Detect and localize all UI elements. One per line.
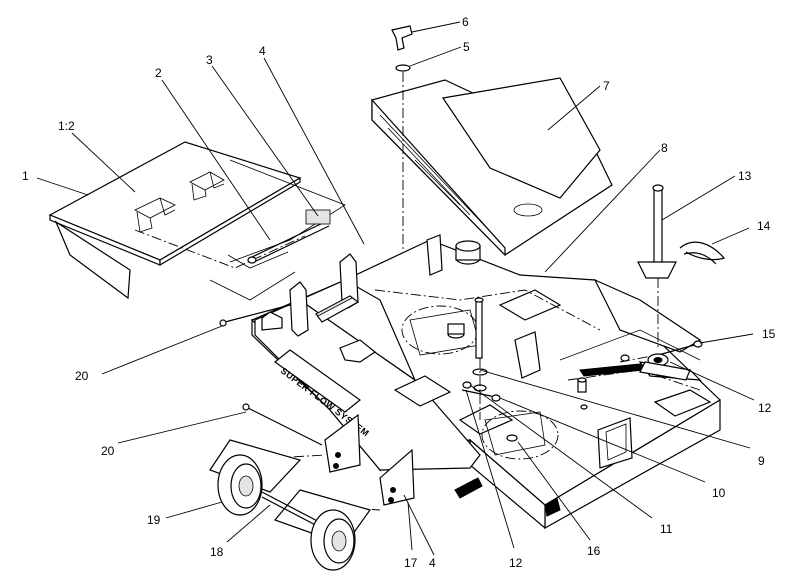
collar-12 <box>639 353 691 381</box>
callout-6: 6 <box>462 15 469 29</box>
hairpin-clip <box>679 241 726 265</box>
callout-19: 19 <box>147 513 161 527</box>
knob-and-washer <box>391 25 413 270</box>
callout-18: 18 <box>210 545 224 559</box>
callout-10: 10 <box>712 486 726 500</box>
callout-1: 1 <box>22 169 29 183</box>
callout-7: 7 <box>603 79 610 93</box>
callout-5: 5 <box>463 40 470 54</box>
callout-14: 14 <box>757 219 771 233</box>
callout-12-bottom: 12 <box>509 556 523 570</box>
mower-deck: SUPER FLOW SYSTEM ▮▮▮▮▮ <box>250 234 721 530</box>
callout-8: 8 <box>661 141 668 155</box>
callout-9: 9 <box>758 454 765 468</box>
callout-16: 16 <box>587 544 601 558</box>
callout-13: 13 <box>738 169 752 183</box>
callout-20-lower: 20 <box>101 444 115 458</box>
torsion-spring <box>305 209 331 225</box>
upper-deck-cover <box>371 77 613 257</box>
callout-11: 11 <box>660 522 673 536</box>
callout-15: 15 <box>762 327 776 341</box>
callout-3: 3 <box>206 53 213 67</box>
callout-leader-lines <box>36 21 755 556</box>
left-chute-cover <box>48 141 302 300</box>
gauge-wheels <box>209 439 371 571</box>
axle-rods <box>219 304 323 446</box>
callout-12-right: 12 <box>758 401 772 415</box>
callout-1-2: 1:2 <box>58 119 75 133</box>
callout-labels: 1 1:2 2 3 4 4 5 6 7 8 9 10 11 12 12 13 1… <box>22 15 776 570</box>
callout-4-top: 4 <box>259 44 266 58</box>
callout-20-upper: 20 <box>75 369 89 383</box>
center-bolt-stack <box>461 297 630 442</box>
callout-17: 17 <box>404 556 418 570</box>
callout-4-bottom: 4 <box>429 556 436 570</box>
height-adjust-pin <box>637 184 677 350</box>
callout-2: 2 <box>155 66 162 80</box>
hinge-rod <box>247 221 330 264</box>
